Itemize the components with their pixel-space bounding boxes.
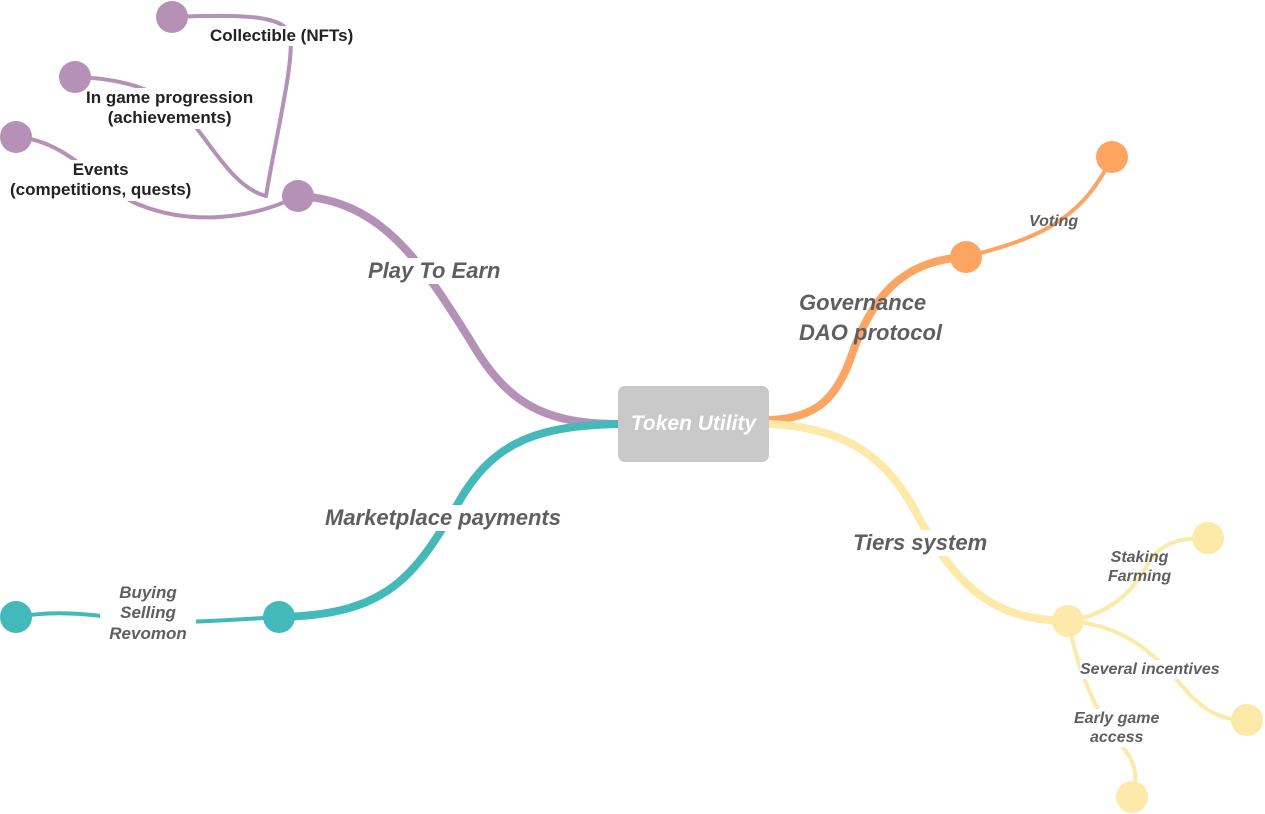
node-dot-collectible[interactable] — [156, 1, 188, 33]
edge-incentives — [1066, 619, 1249, 722]
node-dot-play-to-earn[interactable] — [282, 180, 314, 212]
label-trade-line-1: Buying — [119, 583, 177, 602]
label-progression-line-2: (achievements) — [107, 108, 232, 128]
edge-marketplace — [275, 420, 622, 621]
label-trade-line-3: Revomon — [109, 623, 187, 643]
label-tiers[interactable]: Tiers system — [853, 530, 988, 557]
edge-play-to-earn — [294, 192, 622, 428]
label-trade[interactable]: Buying Selling Revomon — [100, 583, 196, 645]
label-staking-line-2: Farming — [1108, 568, 1172, 586]
node-dot-progression[interactable] — [59, 61, 91, 93]
label-events[interactable]: Events (competitions, quests) — [10, 160, 192, 201]
label-early-access[interactable]: Early game access — [1074, 709, 1160, 748]
label-progression[interactable]: In game progression (achievements) — [86, 88, 254, 129]
node-dot-staking[interactable] — [1192, 522, 1224, 554]
label-governance-line-2: DAO protocol — [799, 319, 942, 345]
node-dot-incentives[interactable] — [1231, 704, 1263, 736]
label-staking[interactable]: Staking Farming — [1108, 548, 1171, 586]
label-play-to-earn[interactable]: Play To Earn — [368, 258, 501, 285]
node-dot-trade[interactable] — [0, 601, 32, 633]
label-early-access-line-1: Early game — [1074, 710, 1160, 727]
node-dot-marketplace[interactable] — [263, 601, 295, 633]
center-node-token-utility[interactable]: Token Utility — [618, 386, 769, 462]
node-dot-early-access[interactable] — [1116, 781, 1148, 813]
label-governance[interactable]: Governance DAO protocol — [799, 288, 942, 347]
node-dot-voting[interactable] — [1096, 141, 1128, 173]
label-progression-line-1: In game progression — [86, 88, 254, 107]
node-dot-governance[interactable] — [950, 241, 982, 273]
label-events-line-1: Events — [72, 160, 129, 179]
label-governance-line-1: Governance — [799, 290, 927, 315]
label-collectible[interactable]: Collectible (NFTs) — [210, 26, 354, 47]
label-events-line-2: (competitions, quests) — [10, 180, 192, 200]
edge-voting — [964, 155, 1114, 259]
label-early-access-line-2: access — [1090, 729, 1144, 747]
edge-staking — [1066, 536, 1210, 623]
label-voting[interactable]: Voting — [1029, 213, 1079, 230]
node-dot-tiers[interactable] — [1052, 605, 1084, 637]
label-staking-line-1: Staking — [1110, 549, 1169, 566]
node-dot-events[interactable] — [0, 121, 32, 153]
center-node-label: Token Utility — [630, 412, 757, 435]
edge-tiers — [766, 420, 1072, 625]
edge-events — [14, 135, 300, 220]
label-trade-line-2: Selling — [120, 603, 176, 623]
edge-governance — [766, 253, 970, 424]
label-marketplace[interactable]: Marketplace payments — [325, 505, 561, 532]
label-incentives[interactable]: Several incentives — [1080, 660, 1220, 680]
